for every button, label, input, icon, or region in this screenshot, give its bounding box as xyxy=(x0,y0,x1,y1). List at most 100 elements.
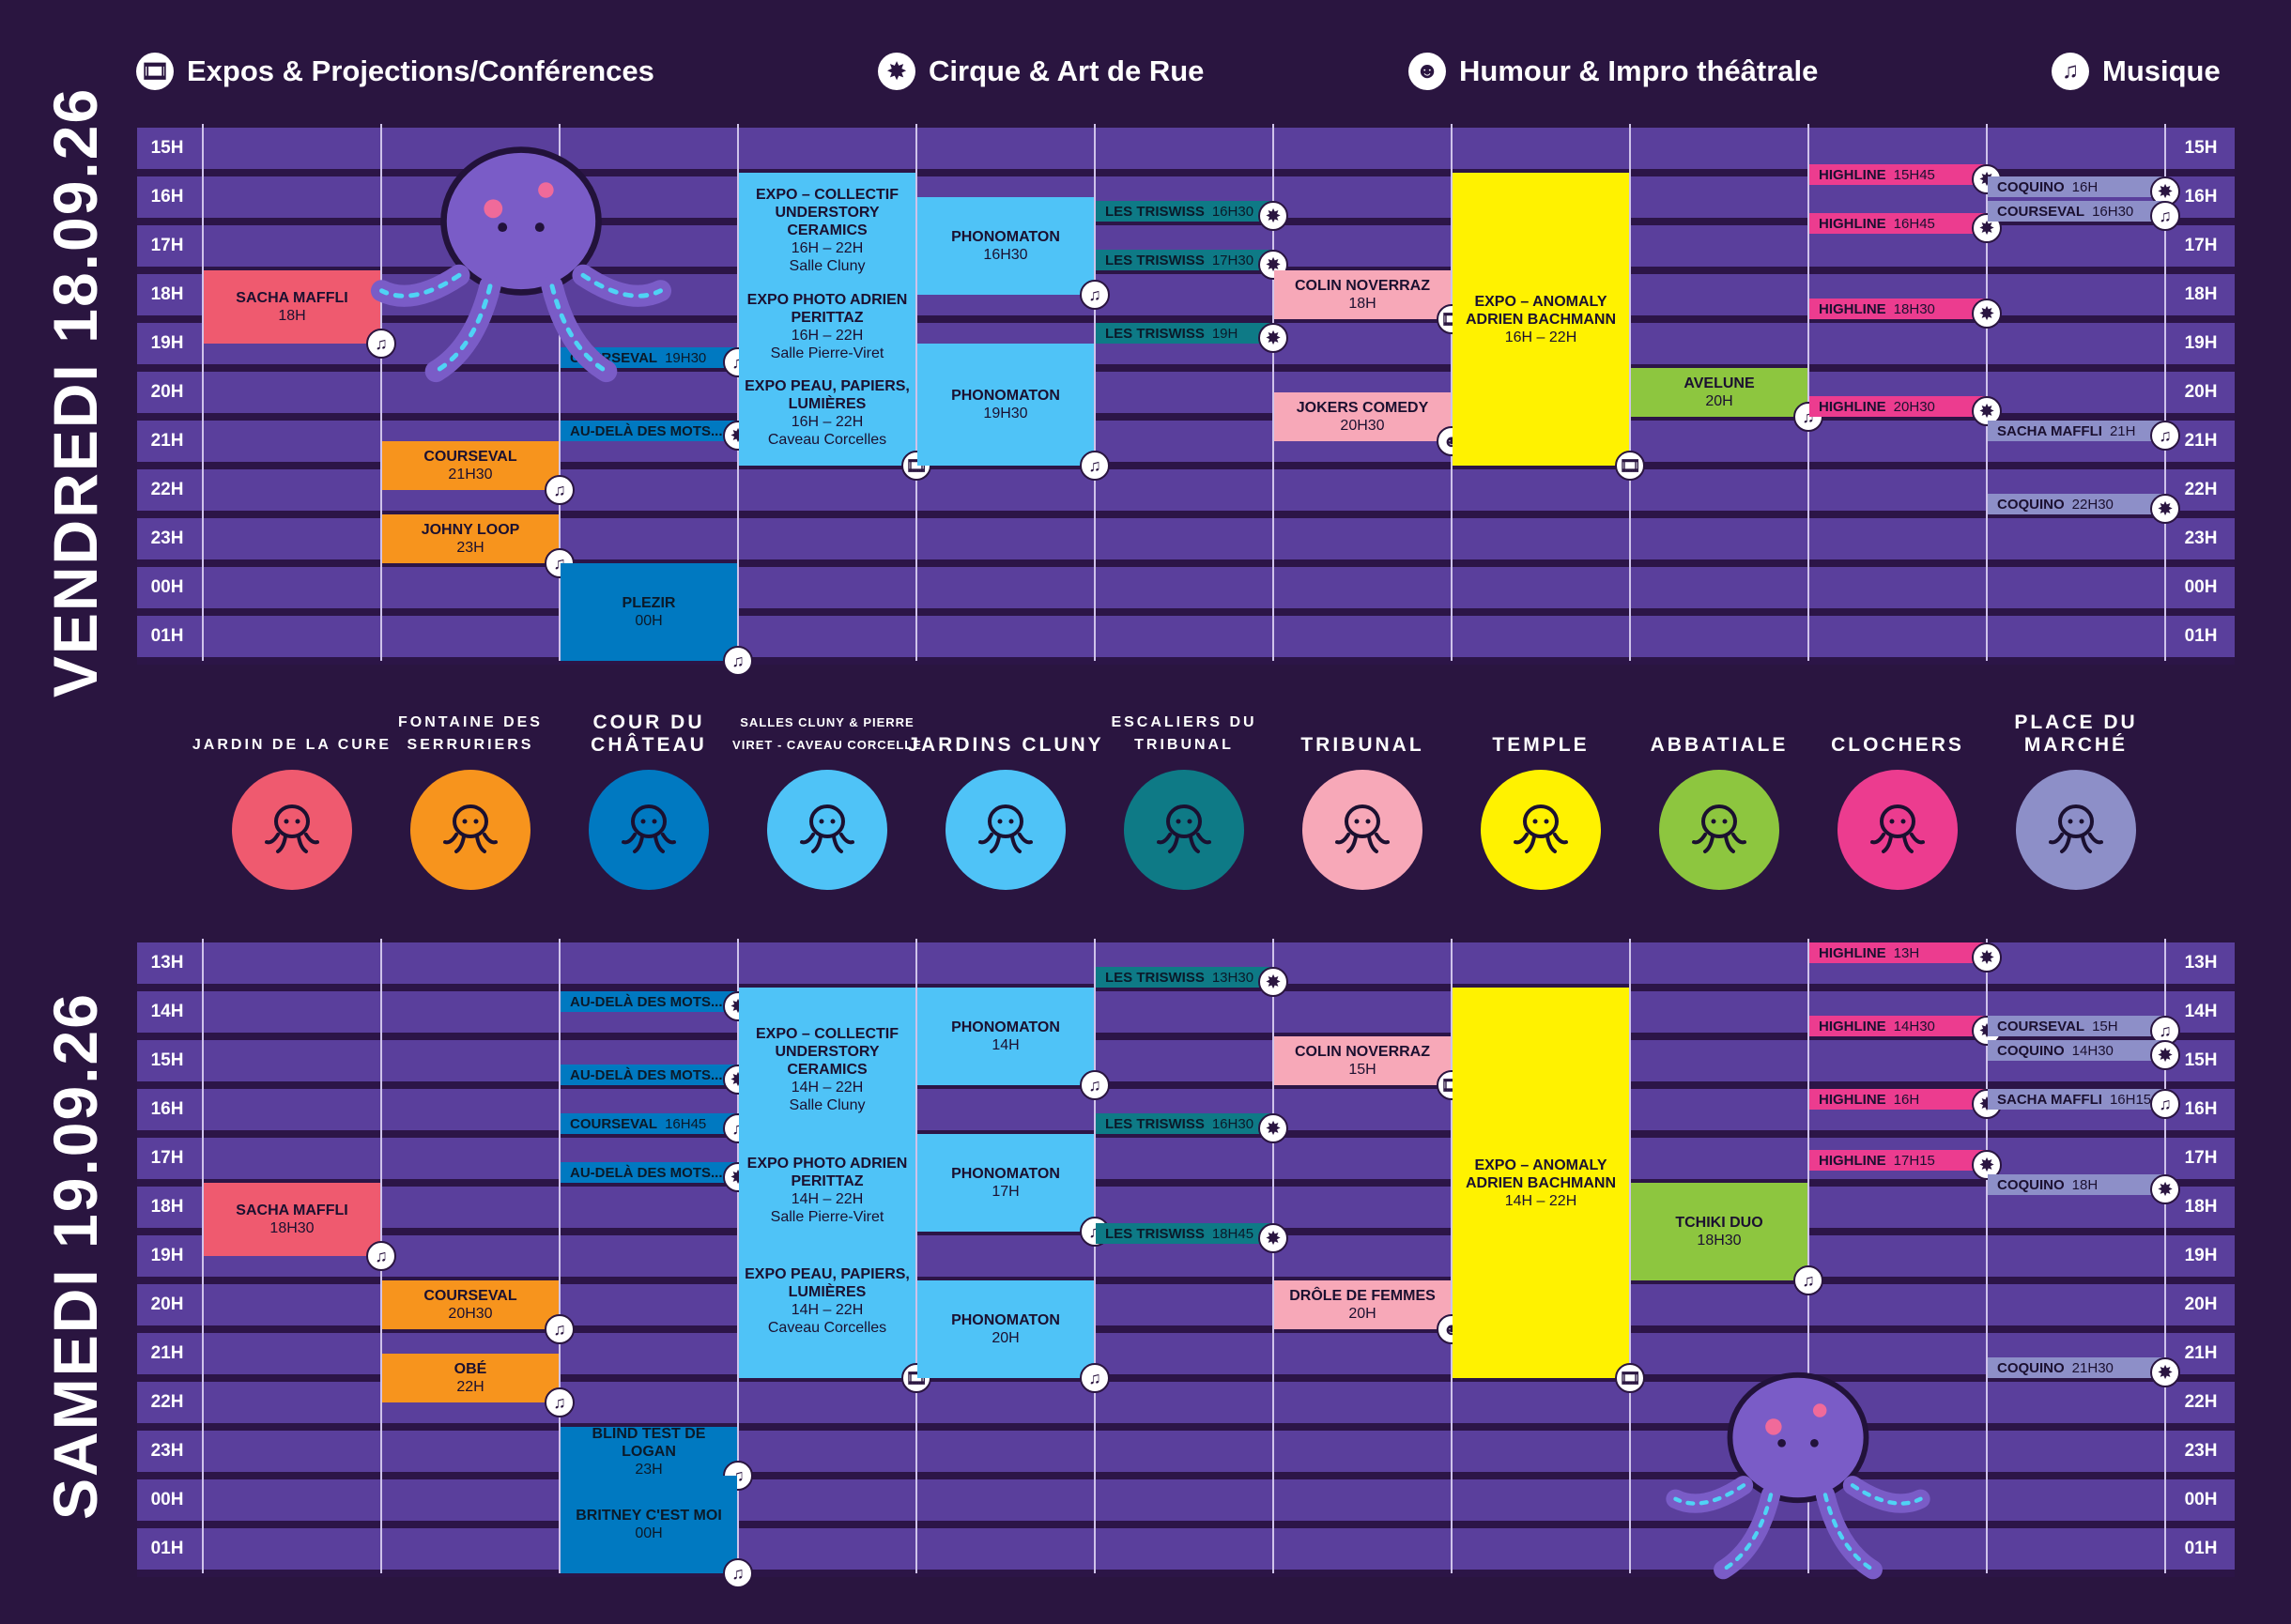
event-location: Salle Cluny xyxy=(789,258,866,275)
event-block[interactable]: AU-DELÀ DES MOTS...21H xyxy=(561,421,737,441)
hour-label: 22H xyxy=(150,480,184,499)
event-block[interactable]: AU-DELÀ DES MOTS...15H30 xyxy=(561,1065,737,1085)
hour-label: 00H xyxy=(150,1490,184,1509)
event-title: HIGHLINE xyxy=(1819,215,1886,232)
event-time: 14H xyxy=(992,1037,1020,1053)
hour-label: 22H xyxy=(150,1392,184,1412)
event-title: COURSEVAL xyxy=(423,449,517,465)
event-title: JOHNY LOOP xyxy=(421,522,520,538)
hour-label: 17H xyxy=(150,236,184,255)
star-icon: ✸ xyxy=(878,53,915,90)
legend-item: ✸Cirque & Art de Rue xyxy=(878,49,1204,94)
row-gap xyxy=(137,1521,2235,1528)
hour-label: 01H xyxy=(150,1539,184,1558)
film-icon: 🎞 xyxy=(136,53,174,90)
venue-marker: CLOCHERS xyxy=(1794,704,2001,890)
hour-label: 18H xyxy=(150,1197,184,1217)
event-title: COURSEVAL xyxy=(570,1115,658,1132)
hour-label: 22H xyxy=(2184,1392,2218,1412)
event-title: DRÔLE DE FEMMES xyxy=(1289,1288,1436,1304)
event-time: 17H30 xyxy=(1211,252,1254,268)
event-block[interactable]: AU-DELÀ DES MOTS...14H xyxy=(561,991,737,1012)
hour-label: 16H xyxy=(2184,187,2218,207)
event-time: 20H xyxy=(1348,1306,1376,1322)
octopus-glyph xyxy=(978,804,1033,853)
star-icon: ✸ xyxy=(2150,494,2180,524)
hour-label: 23H xyxy=(2184,1441,2218,1461)
event-time: 17H15 xyxy=(1893,1152,1935,1169)
event-title: EXPO PEAU, PAPIERS, LUMIÈRES xyxy=(745,377,910,412)
venue-name: CLOCHERS xyxy=(1831,734,1964,756)
event-block[interactable]: JOHNY LOOP 23H xyxy=(382,514,559,563)
event-title: PHONOMATON xyxy=(951,1166,1060,1182)
octopus-glyph xyxy=(1514,804,1568,853)
hour-label: 13H xyxy=(150,953,184,973)
event-time: 14H – 22H xyxy=(791,1080,864,1096)
octopus-icon xyxy=(1124,770,1244,890)
event-title: EXPO – COLLECTIF UNDERSTORY CERAMICS xyxy=(755,187,899,239)
event-time: 18H30 xyxy=(269,1220,315,1236)
event-time: 13H30 xyxy=(1211,969,1254,986)
hour-label: 23H xyxy=(150,529,184,548)
event-block[interactable]: DRÔLE DE FEMMES 20H xyxy=(1274,1280,1451,1329)
hour-label: 19H xyxy=(2184,1246,2218,1265)
row-gap xyxy=(137,1277,2235,1284)
event-time: 20H30 xyxy=(448,1306,493,1322)
hour-label: 15H xyxy=(2184,1050,2218,1070)
event-title: JOKERS COMEDY xyxy=(1296,400,1429,416)
event-time: 23H xyxy=(456,540,484,556)
hour-label: 20H xyxy=(2184,382,2218,402)
octopus-icon xyxy=(1481,770,1601,890)
hour-row xyxy=(137,1040,2235,1081)
event-block[interactable]: AU-DELÀ DES MOTS...17H30 xyxy=(561,1162,737,1183)
row-gap xyxy=(137,657,2235,665)
